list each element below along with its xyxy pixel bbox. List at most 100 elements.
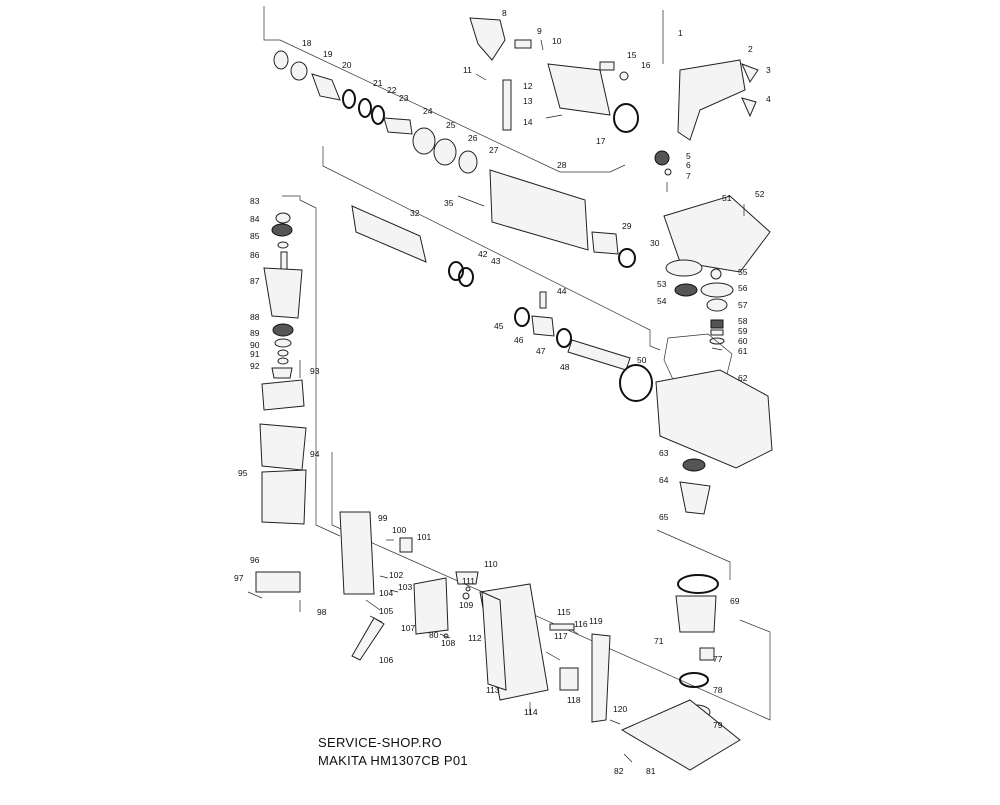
- callout-c90: 90: [250, 340, 260, 350]
- part-92-baffle: [271, 367, 293, 379]
- part-42-o-ring: [448, 261, 464, 281]
- part-16-cap: [619, 71, 629, 81]
- callout-c107: 107: [401, 623, 415, 633]
- part-26-washer: [433, 138, 457, 166]
- crank-group-outline: [656, 529, 731, 580]
- callout-c45: 45: [494, 321, 504, 331]
- callout-c117: 117: [554, 631, 568, 641]
- callout-c89: 89: [250, 328, 260, 338]
- callout-c6: 6: [686, 160, 691, 170]
- part-110-clamp: [455, 571, 479, 585]
- callout-c1: 1: [678, 28, 683, 38]
- part-78-o-ring: [679, 672, 709, 688]
- callout-c52: 52: [755, 189, 765, 199]
- callout-c97: 97: [234, 573, 244, 583]
- part-86-shaft: [280, 251, 288, 271]
- part-64-bearing: [682, 458, 706, 472]
- part-20-sleeve: [311, 73, 341, 101]
- part-61-ring: [711, 347, 723, 351]
- top-lever-parts: [469, 17, 639, 133]
- top-group-outline: [263, 6, 626, 173]
- callout-c2: 2: [748, 44, 753, 54]
- part-65-crank-shaft: [679, 481, 711, 515]
- part-24-impact-bolt: [383, 117, 413, 135]
- cylinder-group-outline: [322, 146, 661, 351]
- part-50-o-ring: [619, 364, 653, 402]
- part-5-gear: [654, 150, 670, 166]
- part-90-washer: [277, 349, 289, 357]
- callout-c87: 87: [250, 276, 260, 286]
- callout-c9: 9: [537, 26, 542, 36]
- part-69-o-ring: [677, 574, 719, 594]
- part-44-pin: [539, 291, 547, 309]
- part-48-connecting-rod: [567, 339, 631, 371]
- part-8-lever: [469, 17, 506, 61]
- callout-c25: 25: [446, 120, 456, 130]
- part-54-bearing: [674, 283, 698, 297]
- callout-c101: 101: [417, 532, 431, 542]
- group-boundaries: [263, 6, 771, 721]
- callout-c3: 3: [766, 65, 771, 75]
- callout-c19: 19: [323, 49, 333, 59]
- callout-c86: 86: [250, 250, 260, 260]
- callout-c104: 104: [379, 588, 393, 598]
- part-81-lower-housing: [620, 699, 741, 771]
- part-71-bearing-box: [675, 595, 717, 633]
- callout-c51: 51: [722, 193, 732, 203]
- part-43-o-ring: [458, 267, 474, 287]
- callout-c71: 71: [654, 636, 664, 646]
- part-103-screw: [389, 589, 399, 593]
- callout-c20: 20: [342, 60, 352, 70]
- callout-labels: 1234567891011121314151617181920212223242…: [234, 8, 771, 776]
- part-116-screw: [571, 629, 579, 635]
- part-32-cylinder: [351, 205, 427, 263]
- callout-c83: 83: [250, 196, 260, 206]
- callout-c77: 77: [713, 654, 723, 664]
- part-99-switch-holder: [339, 511, 375, 595]
- part-119-handle: [591, 633, 611, 723]
- callout-c10: 10: [552, 36, 562, 46]
- callout-c61: 61: [738, 346, 748, 356]
- callout-c35: 35: [444, 198, 454, 208]
- callout-c80: 80: [429, 630, 439, 640]
- callout-c5: 5: [686, 151, 691, 161]
- part-51-cover: [663, 195, 771, 273]
- part-17-o-ring: [613, 103, 639, 133]
- part-60-washer: [709, 337, 725, 345]
- part-housing-ring: [261, 379, 305, 411]
- part-88-bearing: [272, 323, 294, 337]
- part-56-gear: [700, 282, 734, 298]
- lower-assembly-parts: [439, 574, 741, 771]
- callout-c29: 29: [622, 221, 632, 231]
- part-15-spring: [599, 61, 615, 71]
- callout-c32: 32: [410, 208, 420, 218]
- part-6-washer: [664, 168, 672, 176]
- callout-c23: 23: [399, 93, 409, 103]
- part-77-cap: [699, 647, 715, 661]
- callout-c99: 99: [378, 513, 388, 523]
- callout-c65: 65: [659, 512, 669, 522]
- callout-c95: 95: [238, 468, 248, 478]
- callout-c105: 105: [379, 606, 393, 616]
- callout-c82: 82: [614, 766, 624, 776]
- callout-c108: 108: [441, 638, 455, 648]
- callout-c116: 116: [574, 619, 588, 629]
- callout-c16: 16: [641, 60, 651, 70]
- callout-c18: 18: [302, 38, 312, 48]
- callout-c44: 44: [557, 286, 567, 296]
- callout-c26: 26: [468, 133, 478, 143]
- part-118-label: [559, 667, 579, 691]
- part-107-controller: [413, 577, 449, 635]
- part-57-gear: [706, 298, 728, 312]
- callout-c56: 56: [738, 283, 748, 293]
- part-85-washer: [277, 241, 289, 249]
- part-109-spring: [462, 592, 470, 600]
- callout-c112: 112: [468, 633, 482, 643]
- callout-c119: 119: [589, 616, 603, 626]
- part-84-bearing: [271, 223, 293, 237]
- part-4-cap: [741, 97, 757, 118]
- crank-housing-parts: [655, 195, 773, 515]
- part-82-screw: [623, 753, 633, 763]
- callout-c93: 93: [310, 366, 320, 376]
- callout-c63: 63: [659, 448, 669, 458]
